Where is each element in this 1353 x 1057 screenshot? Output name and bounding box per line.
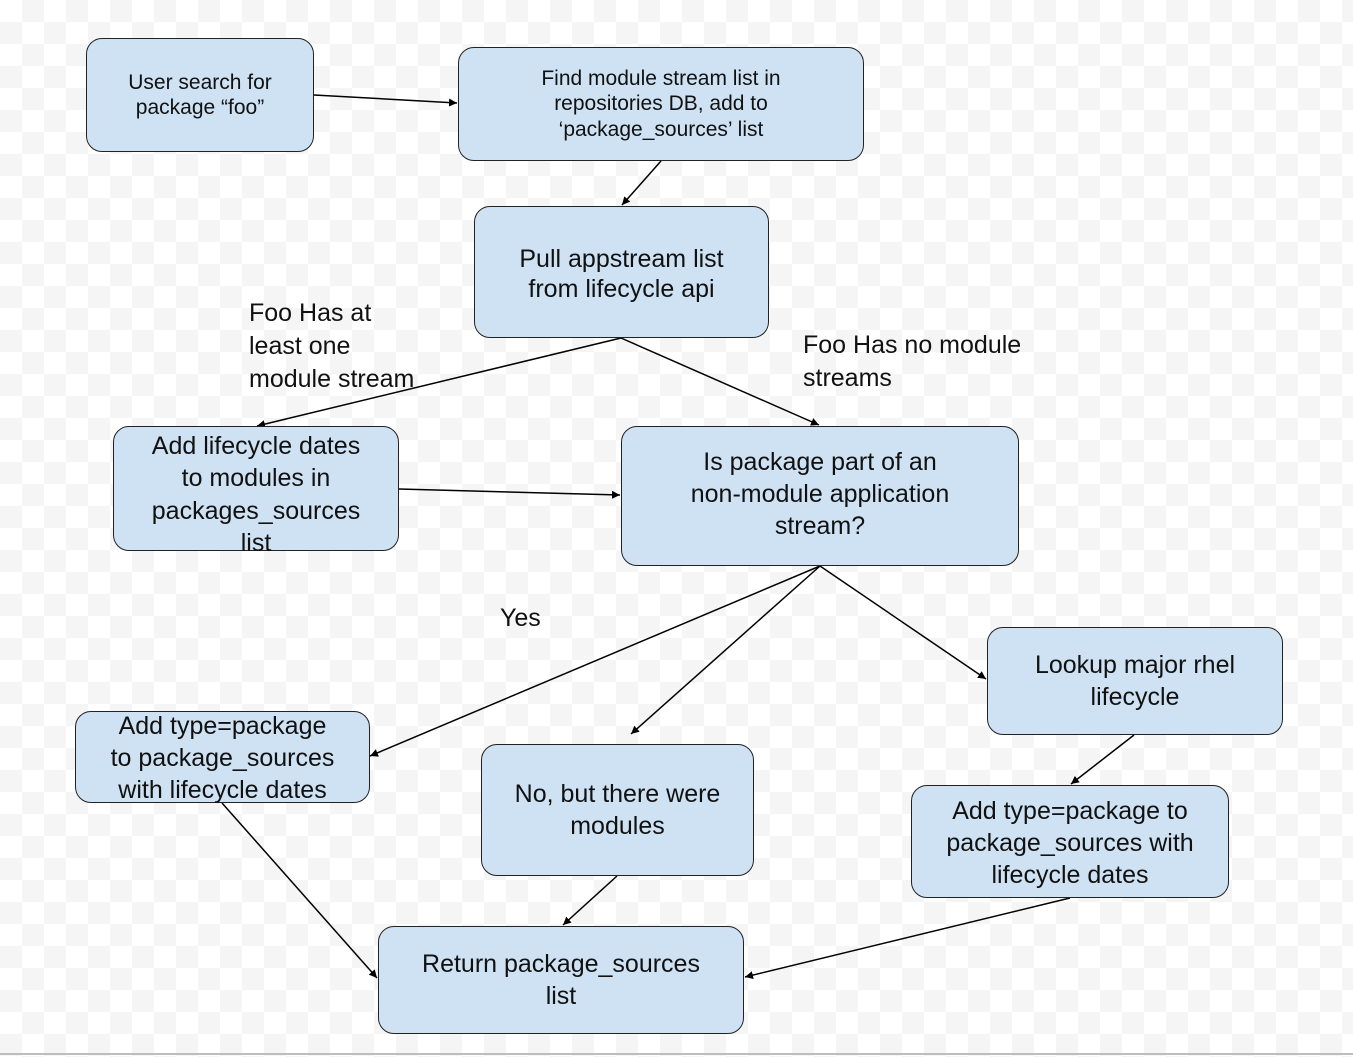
node-add-type-package-right[interactable]: Add type=package to package_sources with… <box>911 785 1229 898</box>
node-pull-appstream[interactable]: Pull appstream list from lifecycle api <box>474 206 769 338</box>
edge-no-but-modules-to-return <box>562 875 618 926</box>
edge-pull-appstream-to-is-package-part <box>620 337 820 426</box>
bottom-rule <box>0 1053 1353 1055</box>
edge-label-no-module-streams: Foo Has no module streams <box>803 331 1022 392</box>
node-lookup-rhel-text: Lookup major rhel lifecycle <box>1034 651 1236 711</box>
edge-is-package-part-to-lookup-rhel <box>819 565 987 680</box>
edge-add-type-package-right-to-return <box>744 897 1071 979</box>
node-is-package-part[interactable]: Is package part of an non-module applica… <box>621 426 1019 566</box>
edge-find-module-stream-to-pull-appstream <box>621 160 662 206</box>
node-return-package-sources-text: Return package_sources list <box>422 950 700 1010</box>
node-no-but-modules-text: No, but there were modules <box>514 780 721 840</box>
edge-lookup-rhel-to-add-type-package-right <box>1070 734 1135 785</box>
node-add-lifecycle-dates[interactable]: Add lifecycle dates to modules in packag… <box>113 426 399 557</box>
edge-is-package-part-to-add-type-package-left <box>369 565 821 757</box>
node-add-type-package-left[interactable]: Add type=package to package_sources with… <box>75 711 370 804</box>
edge-user-search-to-find-module-stream <box>313 94 458 107</box>
edge-label-has-module-stream: Foo Has at least one module stream <box>249 299 415 393</box>
node-find-module-stream-text: Find module stream list in repositories … <box>541 67 781 141</box>
node-user-search-text: User search for package “foo” <box>128 70 272 119</box>
edge-add-lifecycle-dates-to-is-package-part <box>398 488 621 499</box>
edge-label-yes: Yes <box>500 604 541 632</box>
edge-is-package-part-to-no-but-modules <box>630 565 821 735</box>
edge-add-type-package-left-to-return <box>221 802 378 979</box>
node-lookup-rhel[interactable]: Lookup major rhel lifecycle <box>987 627 1283 735</box>
node-pull-appstream-text: Pull appstream list from lifecycle api <box>519 245 724 303</box>
node-return-package-sources[interactable]: Return package_sources list <box>378 926 744 1034</box>
node-add-type-package-right-text: Add type=package to package_sources with… <box>946 796 1194 889</box>
edge-pull-appstream-to-add-lifecycle-dates <box>256 337 622 429</box>
node-is-package-part-text: Is package part of an non-module applica… <box>690 448 950 540</box>
node-user-search[interactable]: User search for package “foo” <box>86 38 314 152</box>
node-add-lifecycle-dates-text: Add lifecycle dates to modules in packag… <box>151 431 361 558</box>
node-no-but-modules[interactable]: No, but there were modules <box>481 744 754 876</box>
node-find-module-stream[interactable]: Find module stream list in repositories … <box>458 47 864 161</box>
node-add-type-package-left-text: Add type=package to package_sources with… <box>110 712 335 804</box>
